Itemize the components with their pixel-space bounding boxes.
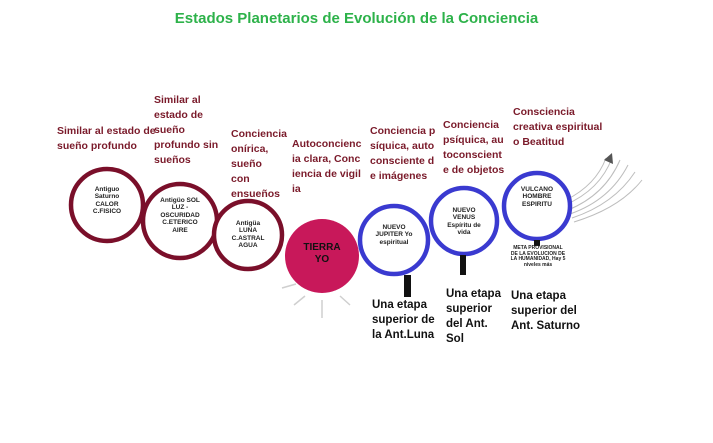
venus-connector (460, 255, 466, 275)
jupiter-circle (357, 203, 431, 277)
ray-arrow (604, 153, 613, 164)
label-saturno: Antiguo Saturno CALOR C.FISICO (92, 186, 122, 216)
desc-luna: Conciencia onírica, sueño con ensueños (231, 128, 288, 200)
label-luna: Antigüa LUNA C.ASTRAL AGUA (231, 220, 265, 250)
diagram-title: Estados Planetarios de Evolución de la C… (174, 10, 539, 27)
label-venus: NUEVO VENUS Espíritu de vida (447, 207, 481, 237)
vulcano-circle (501, 170, 573, 242)
saturno-circle (68, 166, 146, 244)
stage-jupiter: Una etapa superior de la Ant.Luna (372, 299, 435, 341)
desc-vulcano: Consciencia creativa espiritual o Beatit… (513, 106, 603, 148)
stage-vulcano: Una etapa superior del Ant. Saturno (511, 290, 580, 332)
label-tierra: TIERRA YO (303, 242, 341, 265)
desc-venus: Conciencia psíquica, autoconsciente de o… (443, 119, 505, 176)
venus-circle (428, 185, 500, 257)
stage-venus: Una etapa superior del Ant. Sol (446, 288, 501, 345)
desc-jupiter: Conciencia psíquica, autoconsciente de i… (370, 125, 436, 182)
label-vulcano: VULCANO HOMBRE ESPIRITU (520, 186, 554, 208)
desc-tierra: Autoconciencia clara, Conciencia de vigi… (292, 138, 362, 195)
jupiter-connector (404, 275, 411, 297)
label-jupiter: NUEVO JUPITER Yo espiritual (375, 224, 413, 246)
vulcano-rays (564, 157, 643, 223)
vulcano-connector (534, 240, 540, 246)
luna-circle (211, 198, 285, 272)
earth-rays (281, 283, 351, 318)
desc-sol: Similar al estado de sueño profundo sin … (154, 94, 219, 166)
meta-note: META PROVISIONAL DE LA EVOLUCION DE LA H… (510, 245, 566, 268)
label-sol: Antigüo SOL LUZ - OSCURIDAD C.ETERICO AI… (160, 197, 200, 234)
tierra-circle (285, 219, 359, 293)
desc-saturno: Similar al estado de sueño profundo (57, 125, 156, 152)
